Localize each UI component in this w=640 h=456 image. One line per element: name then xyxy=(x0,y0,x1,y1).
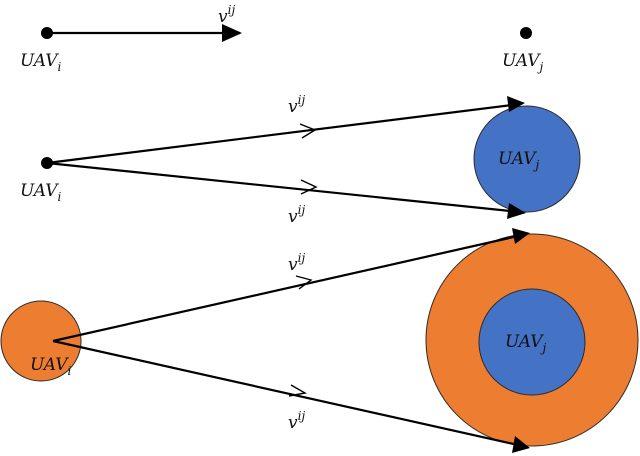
velocity-label: vij xyxy=(288,409,305,433)
open-arrowhead xyxy=(299,123,317,139)
uav-j-disk xyxy=(478,288,586,396)
arrowhead xyxy=(512,228,530,244)
arrowhead xyxy=(507,96,525,112)
open-arrowhead xyxy=(295,275,313,290)
uav-j-label: UAVj xyxy=(498,149,540,172)
open-arrowhead xyxy=(288,384,308,397)
upper-tangent-line xyxy=(46,102,521,165)
velocity-label: vij xyxy=(218,3,235,27)
arrowhead xyxy=(222,24,242,42)
row-2-blue-target: vij vij UAVi UAVj xyxy=(20,93,581,227)
arrowhead xyxy=(512,436,530,453)
uav-i-label: UAVi xyxy=(30,355,72,378)
uav-i-disk xyxy=(0,300,82,382)
uav-j-point xyxy=(520,27,532,39)
uav-i-label: UAVi xyxy=(20,51,62,74)
lower-tangent-line xyxy=(52,339,528,449)
velocity-label: vij xyxy=(288,251,305,275)
row-3-expanded-target: vij vij UAVi UAVj xyxy=(0,228,639,453)
velocity-label: vij xyxy=(288,203,305,227)
uav-i-label: UAVi xyxy=(20,181,62,204)
uav-j-label: UAVj xyxy=(505,332,547,355)
arrowhead xyxy=(507,203,526,219)
open-arrowhead xyxy=(300,179,318,195)
velocity-label: vij xyxy=(288,93,305,117)
upper-tangent-line xyxy=(52,232,528,343)
lower-tangent-line xyxy=(46,161,521,214)
uav-j-disk xyxy=(473,105,581,213)
uav-j-label: UAVj xyxy=(502,51,544,74)
row-1-point-case: vij UAVi UAVj xyxy=(20,3,544,74)
